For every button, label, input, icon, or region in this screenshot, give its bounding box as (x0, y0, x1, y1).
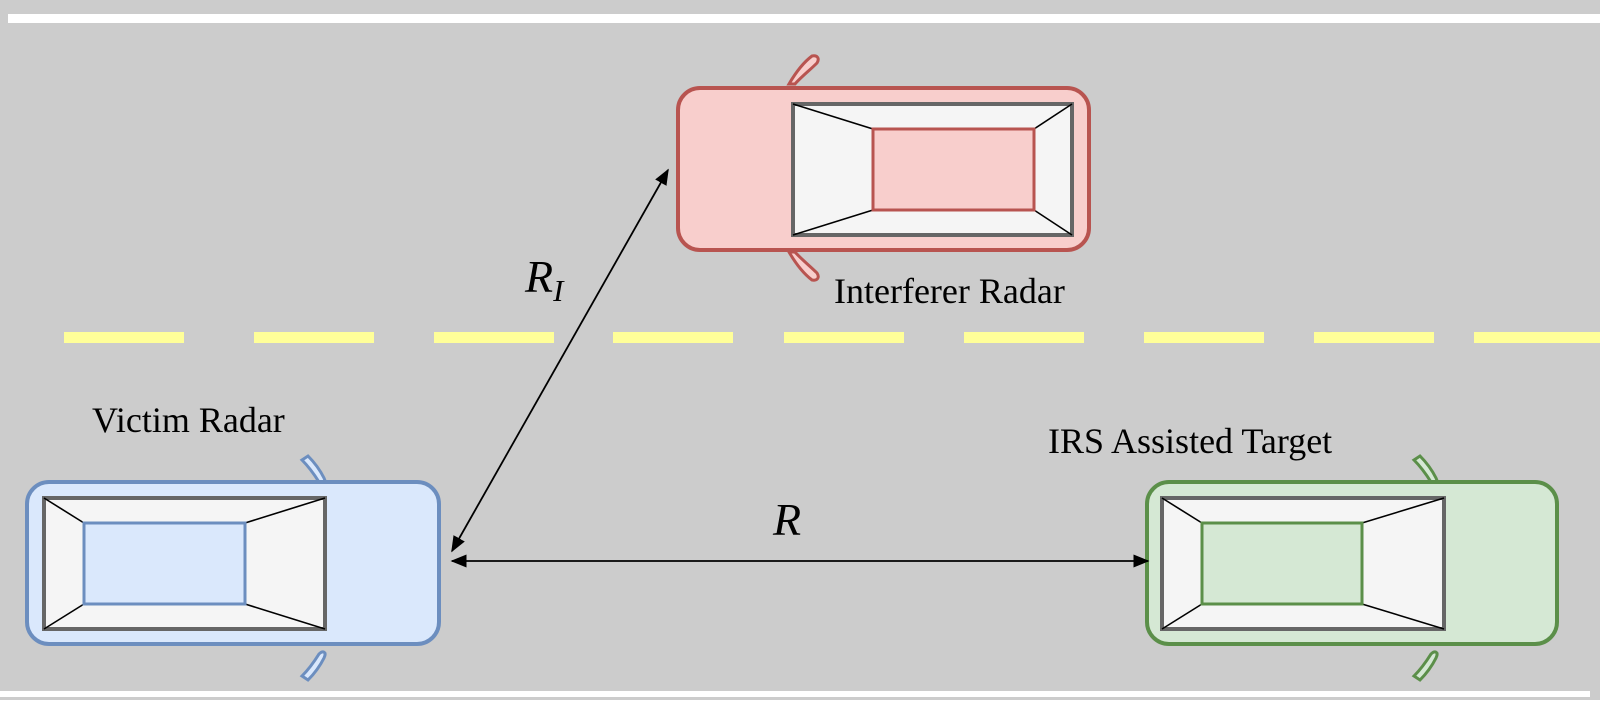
interferer-mirror-bottom (786, 250, 820, 282)
victim-car (25, 454, 441, 682)
interferer-roof (871, 127, 1036, 212)
target-label: IRS Assisted Target (1048, 421, 1332, 461)
target-mirror-bottom (1411, 650, 1439, 682)
target-car (1145, 454, 1559, 682)
interferer-mirror-top (786, 54, 820, 86)
interferer-car (676, 54, 1091, 282)
road-top-edge-line (8, 14, 1600, 23)
interferer-range-subscript: I (552, 273, 565, 308)
interferer-range-arrow (451, 168, 669, 553)
interferer-range-symbol: R (524, 251, 553, 302)
target-roof (1200, 521, 1364, 606)
interferer-label: Interferer Radar (834, 271, 1065, 311)
victim-mirror-bottom (299, 650, 327, 682)
range-label: R (772, 494, 801, 545)
victim-label: Victim Radar (92, 400, 285, 440)
interferer-range-label: RI (524, 251, 565, 308)
center-lane-marking (64, 332, 1600, 343)
victim-roof (82, 521, 247, 606)
road-bottom-edge-line (0, 691, 1590, 697)
